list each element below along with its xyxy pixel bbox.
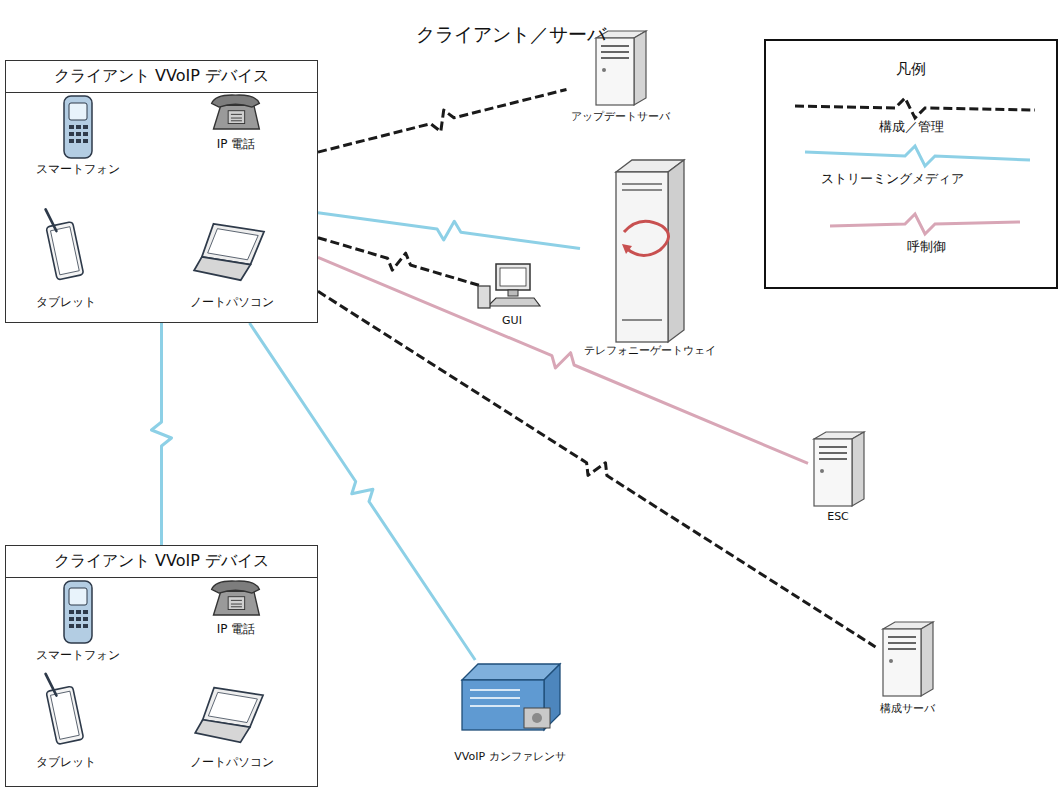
server-label: GUI xyxy=(480,314,544,328)
connector-line xyxy=(318,90,567,153)
legend-frame xyxy=(765,40,1057,288)
icon-space xyxy=(450,660,570,750)
connector xyxy=(318,257,808,463)
server-node: VVoIP カンファレンサ xyxy=(450,660,570,764)
connector xyxy=(152,323,172,545)
legend-row: 構成／管理 xyxy=(879,118,944,136)
icon-space xyxy=(480,262,544,314)
icon-space xyxy=(876,618,939,702)
legend-text: 呼制御 xyxy=(907,238,946,256)
device-group-box: クライアント VVoIP デバイス xyxy=(5,60,318,323)
server-label: ESC xyxy=(808,510,868,524)
connector xyxy=(318,90,567,153)
server-label: アップデートサーバ xyxy=(567,110,674,124)
server-node: ESC xyxy=(808,428,868,524)
group-heading: クライアント VVoIP デバイス xyxy=(6,61,317,93)
server-label: テレフォニーゲートウェイ xyxy=(580,344,720,358)
device-label: タブレット xyxy=(36,754,96,771)
device-icons xyxy=(46,95,264,744)
gui-monitor xyxy=(478,264,540,308)
server-label: 構成サーバ xyxy=(876,702,939,716)
device-group-box: クライアント VVoIP デバイス xyxy=(5,545,318,787)
connector xyxy=(250,323,476,660)
device-label: タブレット xyxy=(36,294,96,311)
server-node: GUI xyxy=(480,262,544,328)
server-node: テレフォニーゲートウェイ xyxy=(580,158,720,358)
icon-space xyxy=(580,158,720,344)
legend-heading: 凡例 xyxy=(896,60,926,79)
connector-line xyxy=(250,323,476,660)
connector xyxy=(318,213,580,249)
device-label: スマートフォン xyxy=(36,647,120,664)
device-label: IP 電話 xyxy=(217,136,256,153)
diagram-title: クライアント／サーバ xyxy=(416,22,606,48)
group-heading: クライアント VVoIP デバイス xyxy=(6,546,317,578)
device-label: ノートパソコン xyxy=(190,294,274,311)
conferencer-icon xyxy=(462,664,560,730)
legend-text: 構成／管理 xyxy=(879,118,944,136)
connector xyxy=(318,238,480,286)
telephony-gateway-icon xyxy=(616,160,684,342)
icon-space xyxy=(808,428,868,510)
legend-row: 呼制御 xyxy=(907,238,946,256)
connector-line xyxy=(318,257,808,463)
legend-row: ストリーミングメディア xyxy=(821,170,964,188)
device-label: ノートパソコン xyxy=(190,754,274,771)
server-label: VVoIP カンファレンサ xyxy=(450,750,570,764)
server-node: アップデートサーバ xyxy=(567,28,674,124)
icon-space xyxy=(567,28,674,110)
connector-line xyxy=(152,323,172,545)
device-label: スマートフォン xyxy=(36,161,120,178)
connector-line xyxy=(318,213,580,249)
connector-line xyxy=(318,238,480,286)
legend-text: ストリーミングメディア xyxy=(821,170,964,188)
connector-line xyxy=(318,291,876,647)
connector xyxy=(318,291,876,647)
server-node: 構成サーバ xyxy=(876,618,939,716)
device-label: IP 電話 xyxy=(217,621,256,638)
